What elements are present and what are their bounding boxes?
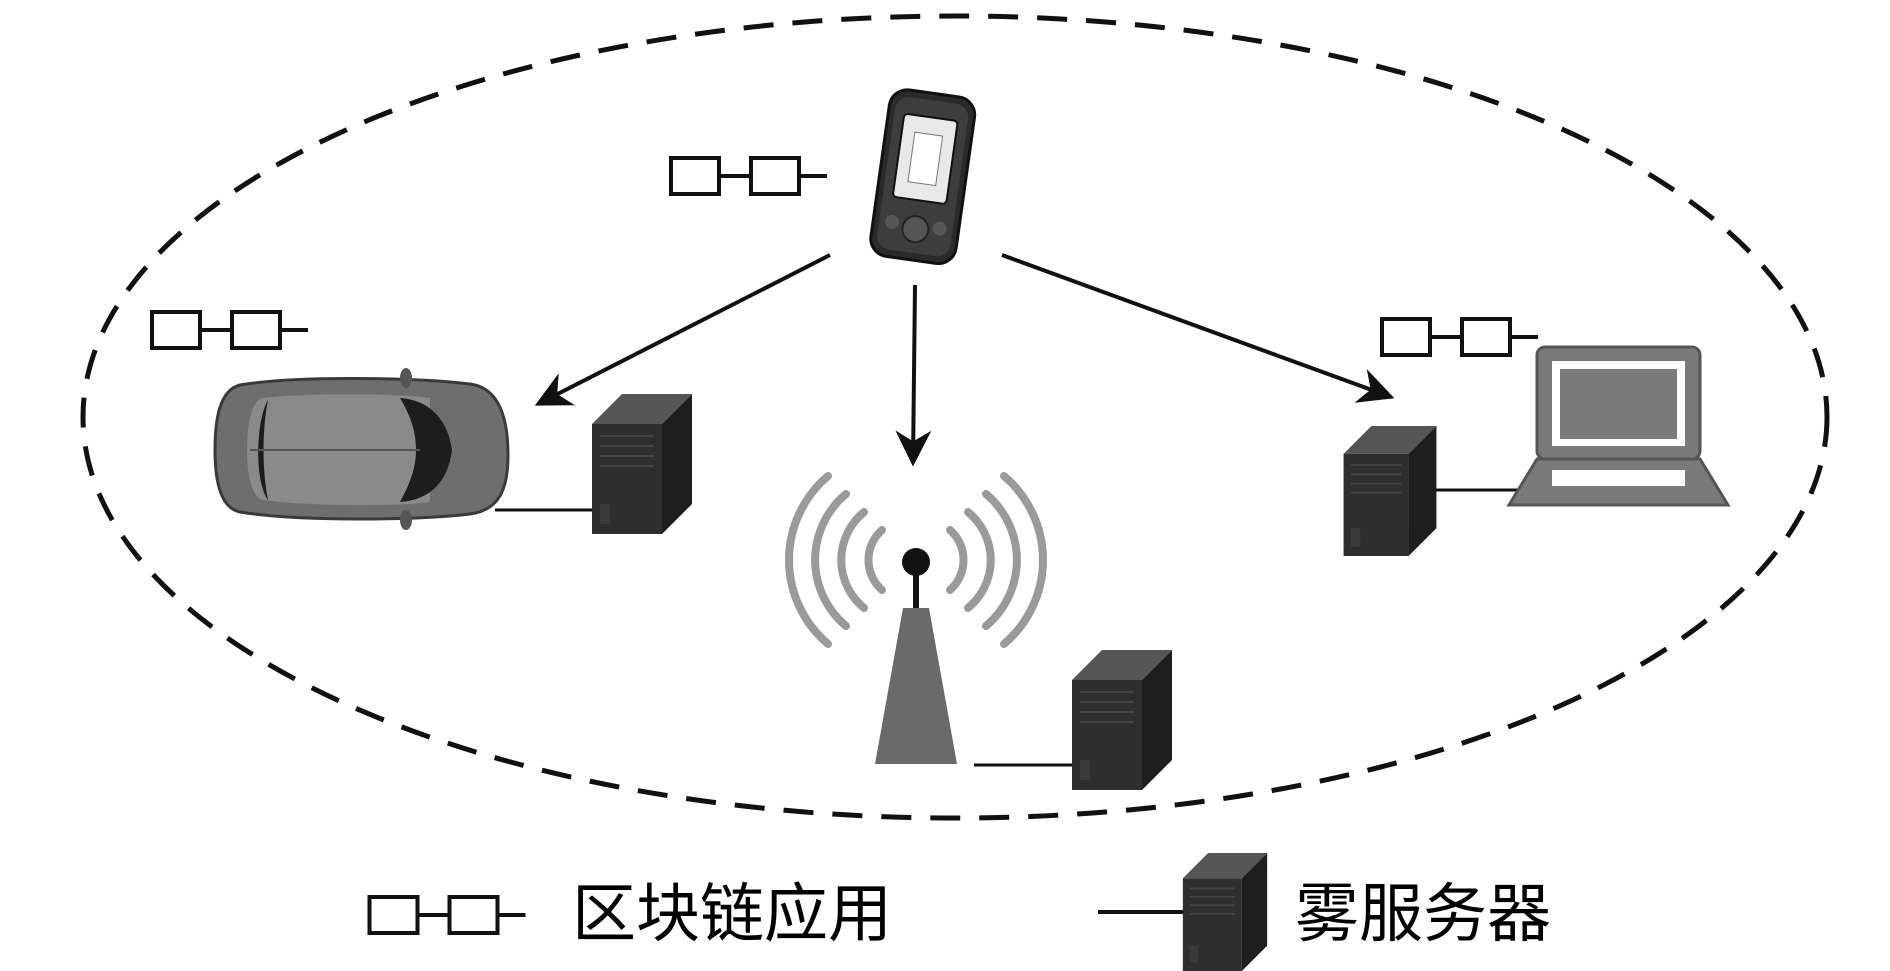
car-icon xyxy=(213,368,510,530)
blockchain-icon-laptop xyxy=(1382,319,1538,355)
blockchain-icon-car xyxy=(152,312,308,348)
fog-network-boundary xyxy=(80,13,1830,821)
legend-fog-server-label: 雾服务器 xyxy=(1295,878,1551,952)
arrow-to-car xyxy=(534,253,831,406)
fog-server-icon-tower xyxy=(1072,650,1172,790)
arrow-to-laptop xyxy=(1001,253,1395,403)
fog-server-icon-laptop xyxy=(1342,426,1438,556)
legend-blockchain-label: 区块链应用 xyxy=(572,878,892,952)
cell-tower-icon xyxy=(785,472,1047,764)
mobile-phone-icon xyxy=(869,88,977,266)
legend-fog-server-icon xyxy=(1181,853,1269,971)
legend-blockchain-icon xyxy=(370,897,526,933)
fog-server-icon-car xyxy=(592,394,692,534)
blockchain-icon-mobile xyxy=(671,158,827,194)
arrow-to-tower xyxy=(895,284,932,467)
laptop-icon xyxy=(1506,345,1731,507)
